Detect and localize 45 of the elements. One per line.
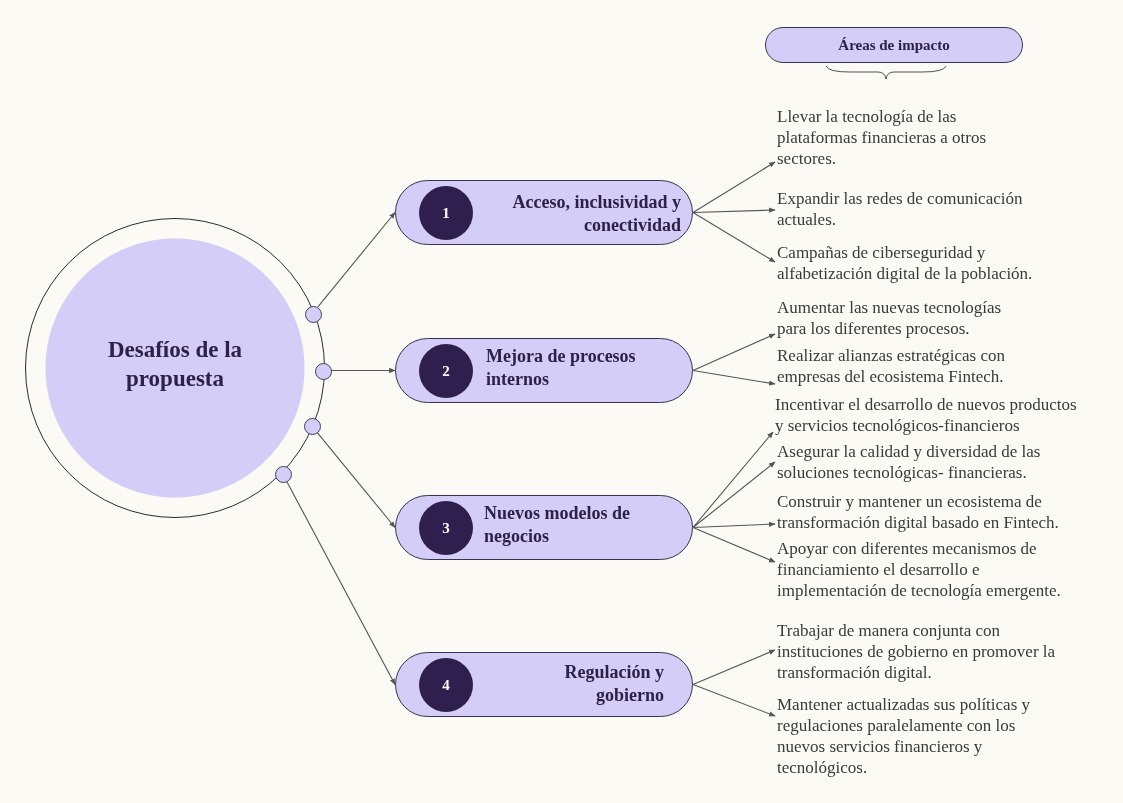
arrow bbox=[692, 161, 776, 214]
arrow bbox=[692, 526, 776, 563]
arrow bbox=[692, 683, 776, 717]
arrow bbox=[317, 211, 396, 308]
header-label: Áreas de impacto bbox=[838, 36, 950, 54]
number-label: 2 bbox=[442, 362, 450, 380]
arrow bbox=[692, 207, 776, 214]
impact-text: Trabajar de manera conjunta con instituciones de gobierno en promover la transformación digital. bbox=[777, 620, 1067, 683]
impact-text: Expandir las redes de comunicación actuales. bbox=[777, 188, 1032, 230]
number-badge bbox=[419, 658, 473, 712]
arrow bbox=[692, 211, 776, 263]
arrow bbox=[692, 461, 776, 529]
header-pill bbox=[765, 27, 1023, 63]
arrow bbox=[692, 369, 776, 386]
connector-circle bbox=[305, 306, 322, 323]
number-badge bbox=[419, 186, 473, 240]
category-title: Mejora de procesos internos bbox=[486, 345, 637, 392]
impact-text: Apoyar con diferentes mecanismos de financiamiento el desarrollo e implementación de tecnología emergente. bbox=[777, 538, 1082, 601]
impact-text: Incentivar el desarrollo de nuevos productos y servicios tecnológicos-financieros bbox=[775, 394, 1081, 436]
category-title: Nuevos modelos de negocios bbox=[484, 502, 631, 549]
arrow bbox=[692, 431, 774, 529]
number-label: 3 bbox=[442, 519, 450, 537]
impact-text: Llevar la tecnología de las plataformas financieras a otros sectores. bbox=[777, 106, 1002, 169]
impact-text: Aumentar las nuevas tecnologías para los diferentes procesos. bbox=[777, 297, 1032, 339]
impact-text: Campañas de ciberseguridad y alfabetización digital de la población. bbox=[777, 242, 1057, 284]
impact-text: Mantener actualizadas sus políticas y regulaciones paralelamente con los nuevos servicios financieros y tecnológicos. bbox=[777, 694, 1039, 778]
impact-text: Construir y mantener un ecosistema de transformación digital basado en Fintech. bbox=[777, 491, 1082, 533]
connector-circle bbox=[275, 466, 292, 483]
impact-text: Realizar alianzas estratégicas con empresas del ecosistema Fintech. bbox=[777, 345, 1022, 387]
arrow bbox=[316, 431, 396, 529]
arrow bbox=[285, 480, 396, 686]
category-title: Acceso, inclusividad y conectividad bbox=[511, 191, 681, 238]
impact-text: Asegurar la calidad y diversidad de las soluciones tecnológicas- financieras. bbox=[777, 441, 1057, 483]
center-title: Desafíos de la propuesta bbox=[106, 336, 244, 393]
connector-circle bbox=[304, 418, 321, 435]
number-badge bbox=[419, 344, 473, 398]
connector-circle bbox=[315, 363, 332, 380]
arrow bbox=[330, 367, 396, 374]
category-title: Regulación y gobierno bbox=[563, 661, 664, 708]
arrow bbox=[692, 649, 776, 686]
arrow bbox=[692, 333, 776, 372]
arrow bbox=[692, 521, 776, 529]
number-label: 4 bbox=[442, 676, 450, 694]
number-label: 1 bbox=[442, 204, 450, 222]
number-badge bbox=[419, 501, 473, 555]
